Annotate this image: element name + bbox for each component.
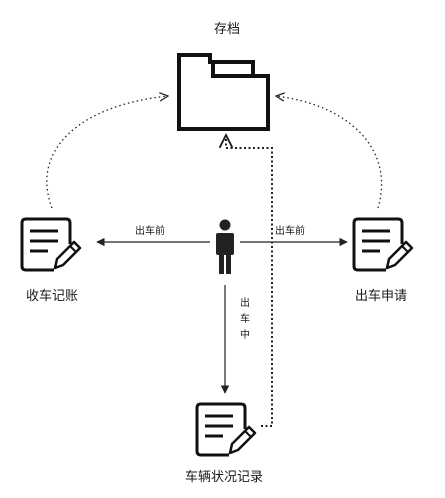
edge-label-condition: 出车中	[239, 296, 251, 344]
apply-label: 出车申请	[354, 289, 408, 304]
edge-label-apply: 出车前	[275, 222, 305, 237]
document-edit-icon	[195, 402, 257, 457]
document-edit-icon	[20, 217, 82, 272]
archive-label: 存档	[213, 22, 241, 37]
receive-label: 收车记账	[25, 289, 79, 304]
condition-label: 车辆状况记录	[184, 470, 264, 485]
dotted-connector-receive-archive	[46, 96, 168, 209]
dotted-connector-condition-archive	[226, 135, 273, 427]
person-icon	[216, 219, 234, 274]
edge-label-receive: 出车前	[135, 222, 165, 237]
document-edit-icon	[352, 217, 414, 272]
dotted-connector-apply-archive	[276, 96, 383, 209]
folder-icon	[177, 53, 270, 131]
